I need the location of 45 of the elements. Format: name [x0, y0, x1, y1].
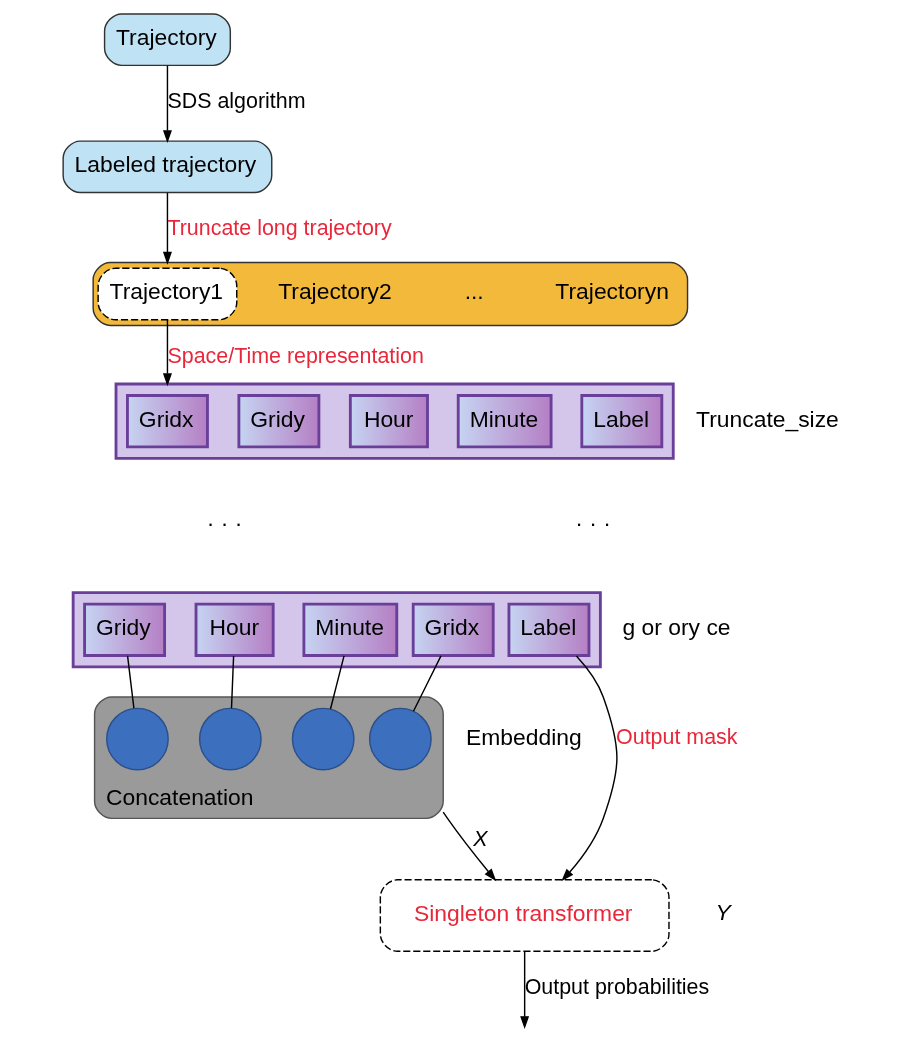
- arrow: [519, 951, 529, 1030]
- connector: [126, 655, 135, 709]
- node-circle: [291, 707, 355, 771]
- label: g or ory ce: [622, 614, 731, 641]
- cluster: Concatenation: [93, 696, 444, 820]
- label: Embedding: [465, 723, 582, 750]
- label: · · ·: [574, 509, 611, 536]
- node-box: Minute: [301, 602, 398, 657]
- node-circle: [198, 707, 262, 771]
- connector: [230, 655, 234, 709]
- node-box: Hour: [348, 394, 429, 449]
- node-box: Gridx: [125, 394, 209, 449]
- node-box: Minute: [456, 394, 552, 449]
- arrow: [162, 319, 172, 387]
- edge-label: Space/Time representation: [166, 343, 424, 368]
- edge-label: Truncate long trajectory: [166, 216, 392, 241]
- cluster: [114, 382, 675, 460]
- edge-label: X: [472, 826, 488, 851]
- node-text: Trajectoryn: [554, 278, 669, 305]
- label: Truncate_size: [695, 405, 839, 432]
- node-box: Label: [507, 602, 590, 657]
- node-box: Labeled trajectory: [61, 140, 272, 194]
- edge-label: Output mask: [615, 725, 738, 750]
- node-circle: [105, 707, 169, 771]
- label: Y: [714, 898, 731, 925]
- edge-label: Output probabilities: [524, 975, 709, 1000]
- node-box: Label: [579, 394, 663, 449]
- arrow: [162, 64, 172, 144]
- node-circle: [368, 707, 432, 771]
- node-box: Trajectory: [103, 13, 231, 67]
- cluster: [71, 591, 602, 669]
- node-box: Singleton transformer: [379, 879, 670, 952]
- cluster: [91, 261, 688, 327]
- connector: [329, 655, 345, 710]
- node-text: ...: [464, 278, 484, 305]
- node-box: Trajectory1: [96, 267, 237, 321]
- arrow: [442, 811, 496, 882]
- arrow: [162, 192, 172, 265]
- node-box: Hour: [194, 602, 275, 657]
- node-box: Gridy: [236, 394, 320, 449]
- node-box: Gridy: [82, 602, 166, 657]
- node-text: Trajectory2: [277, 278, 392, 305]
- label: · · ·: [206, 509, 242, 536]
- edge-label: SDS algorithm: [166, 89, 306, 114]
- node-box: Gridx: [411, 602, 495, 657]
